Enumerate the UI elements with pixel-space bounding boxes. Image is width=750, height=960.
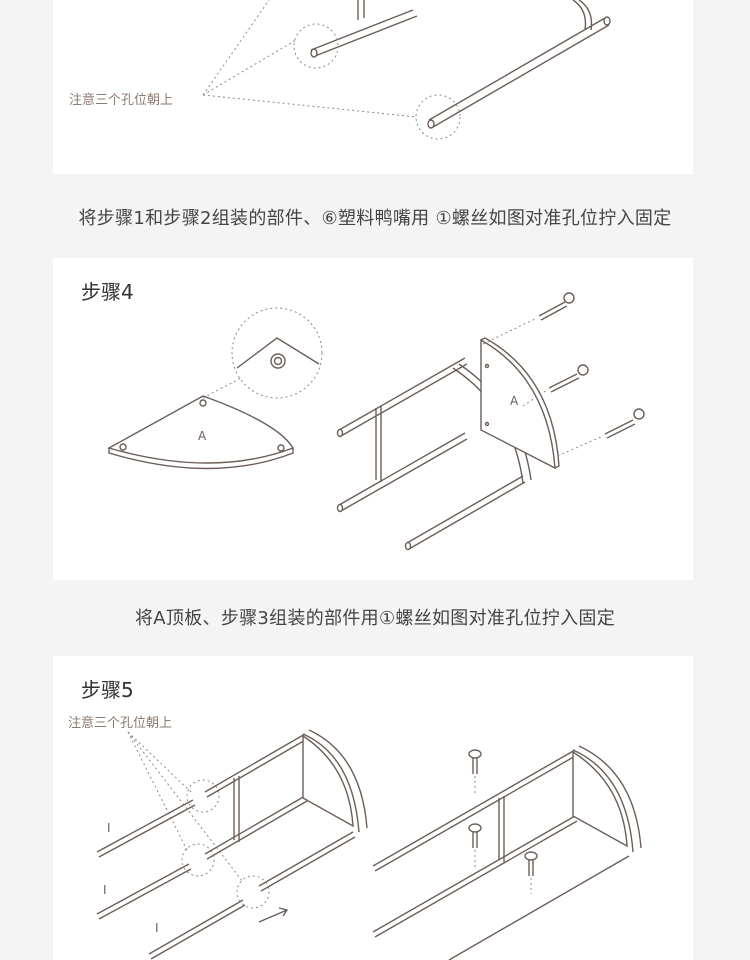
top-panel-edge — [108, 448, 294, 470]
magnified-hole-outer — [270, 353, 286, 369]
hole-orientation-note: 注意三个孔位朝上 — [69, 93, 174, 108]
rod-line — [206, 800, 308, 860]
rod-line — [98, 804, 196, 858]
step5-assembly-illustration: I I I — [96, 729, 642, 960]
rod-line — [258, 831, 354, 887]
pointer-line — [127, 731, 194, 795]
rod-line — [98, 868, 192, 920]
rod-line — [314, 15, 418, 57]
rod-line — [310, 9, 414, 51]
rod-end — [336, 503, 344, 513]
pointer-line — [552, 435, 604, 459]
step3-diagram-card: 注意三个孔位朝上 — [53, 0, 693, 174]
top-panel-label: A — [198, 429, 207, 443]
step4-assembly-illustration: A A — [107, 292, 645, 551]
rod-line — [340, 438, 468, 512]
step4-title: 步骤4 — [81, 280, 134, 304]
step4-caption: 将A顶板、步骤3组装的部件用①螺丝如图对准孔位拧入固定 — [135, 608, 615, 629]
magnified-panel-corner — [236, 337, 320, 369]
side-panel-edge — [480, 337, 560, 469]
rod-line — [374, 820, 578, 938]
step4-diagram-card: 步骤4 — [53, 258, 693, 580]
rod-mark: I — [107, 821, 111, 835]
side-panel — [302, 734, 354, 828]
rod-line — [150, 904, 246, 960]
arc-piece — [572, 0, 587, 31]
rod-line — [432, 24, 610, 128]
hole-orientation-note: 注意三个孔位朝上 — [68, 716, 173, 731]
pointer-line — [202, 0, 270, 96]
pointer-line — [482, 317, 538, 345]
rod-line — [338, 357, 466, 431]
hole-highlight-circle — [293, 23, 339, 69]
side-panel-label: A — [510, 394, 519, 408]
panel-hole — [119, 443, 127, 451]
rod-line — [338, 432, 466, 506]
rod-end — [310, 48, 318, 58]
screw-icon — [604, 408, 645, 439]
pointer-line — [202, 377, 242, 399]
rod-line — [204, 733, 306, 793]
screw-icon — [524, 851, 538, 876]
step3-caption: 将步骤1和步骤2组装的部件、⑥塑料鸭嘴用 ①螺丝如图对准孔位拧入固定 — [78, 208, 672, 229]
pointer-line — [127, 731, 244, 883]
rod-line — [260, 836, 356, 892]
rod-end — [336, 428, 344, 438]
screw-icon — [538, 292, 575, 321]
rod-line — [372, 749, 576, 867]
frame-arc — [572, 749, 634, 853]
rod-line — [408, 481, 526, 550]
frame-arc — [302, 733, 360, 833]
step5-title: 步骤5 — [81, 678, 134, 702]
rod-line — [96, 863, 190, 915]
rod-line — [204, 795, 306, 855]
rod-mark: I — [155, 921, 159, 935]
screw-icon — [468, 749, 482, 774]
rod-line — [372, 815, 576, 933]
hole-highlight-circle — [236, 875, 270, 909]
step3-assembly-illustration — [202, 0, 611, 140]
hole-highlight-circle — [415, 94, 461, 140]
rod-line — [206, 738, 308, 798]
screw-icon — [548, 364, 589, 393]
hole-highlight-circle — [186, 779, 220, 813]
panel-hole — [484, 421, 490, 427]
rod-line — [340, 363, 468, 437]
rod-line — [448, 855, 630, 960]
frame-arc — [308, 729, 368, 829]
rod-line — [428, 17, 606, 121]
panel-hole — [484, 363, 490, 369]
arc-piece — [578, 0, 593, 31]
side-panel — [572, 750, 628, 848]
pointer-line — [127, 731, 189, 853]
rod-end — [603, 16, 611, 26]
rod-mark: I — [103, 883, 107, 897]
rod-line — [406, 475, 524, 544]
pointer-line — [202, 39, 297, 96]
hole-highlight-circle — [181, 843, 215, 877]
push-arrow-icon — [258, 907, 289, 923]
rod-end — [427, 119, 435, 129]
screw-icon — [468, 823, 482, 848]
step5-diagram-card: 步骤5 注意三个孔位朝上 I I I — [53, 656, 693, 960]
rod-line — [96, 799, 194, 853]
pointer-line — [202, 94, 418, 118]
rod-line — [374, 754, 578, 872]
panel-hole — [277, 444, 285, 452]
frame-arc — [578, 745, 642, 849]
panel-hole — [199, 399, 207, 407]
magnified-hole-inner — [273, 356, 283, 366]
hole-magnifier-circle — [231, 307, 323, 399]
rod-line — [148, 899, 244, 955]
rod-end — [404, 541, 412, 551]
